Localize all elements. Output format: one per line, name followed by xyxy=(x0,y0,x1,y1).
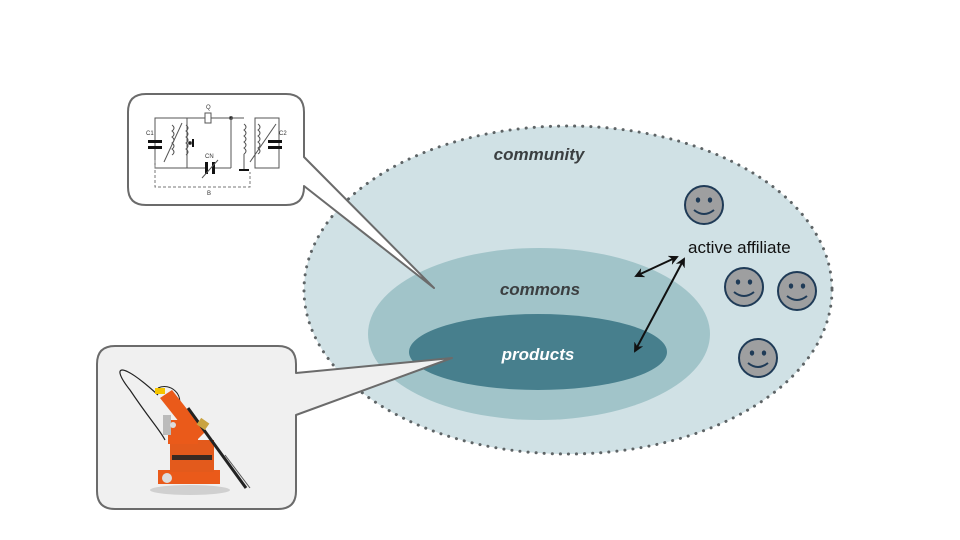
schematic-label-cn: CN xyxy=(205,154,214,160)
circuit-callout xyxy=(127,93,435,289)
arrow-affiliate-products xyxy=(634,257,685,353)
schematic-label-b: B xyxy=(207,191,211,197)
commons-label: commons xyxy=(500,280,580,299)
member-smiley-icon xyxy=(684,185,724,225)
schematic-label-c1: C1 xyxy=(146,131,154,137)
products-label: products xyxy=(501,345,575,364)
schematic-label-q: Q xyxy=(206,105,211,111)
schematic-labels: Q C1 C2 CN B xyxy=(146,105,287,197)
products-region xyxy=(409,314,667,390)
robot-product-image xyxy=(119,369,251,495)
member-smiley-icon xyxy=(738,338,778,378)
circuit-schematic-image xyxy=(148,112,282,188)
schematic-label-c2: C2 xyxy=(279,131,287,137)
community-label: community xyxy=(494,145,586,164)
member-smiley-icon xyxy=(724,267,764,307)
member-smiley-icon xyxy=(777,271,817,311)
robot-callout xyxy=(96,345,453,510)
active-affiliate-label: active affiliate xyxy=(688,238,791,257)
